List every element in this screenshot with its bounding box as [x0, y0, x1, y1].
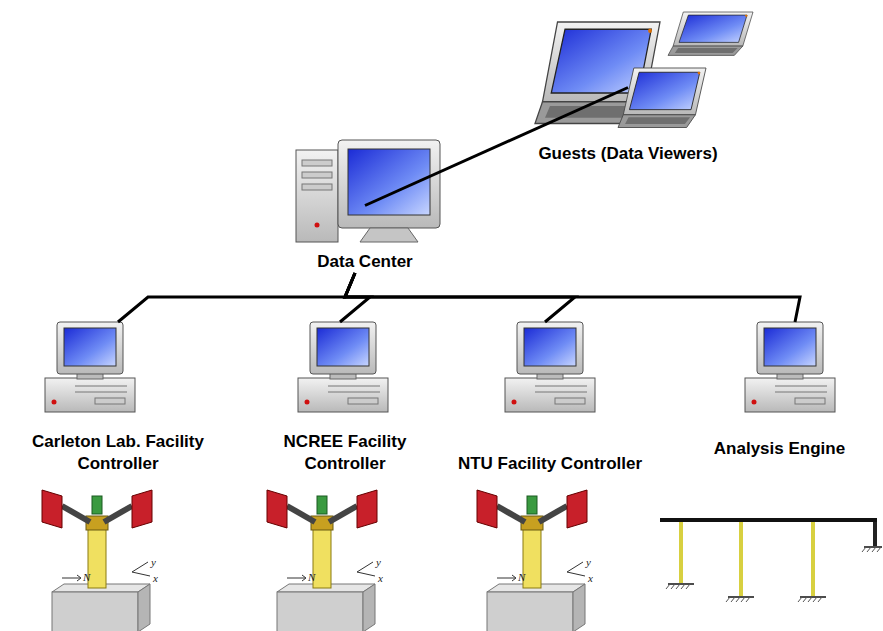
hatch-stroke [862, 547, 866, 552]
axis-label: N [518, 571, 525, 583]
hatch-stroke [872, 547, 876, 552]
hatch-stroke [726, 597, 730, 602]
hatch-stroke [731, 597, 735, 602]
hatch-stroke [808, 597, 812, 602]
network-link [118, 273, 355, 322]
viewer-station: Guests (Data Viewers) [528, 10, 728, 165]
data-server: Data Center [290, 138, 440, 273]
facility-controller: NTU Facility Controller [450, 320, 650, 475]
hatch-stroke [867, 547, 871, 552]
axis-label: y [151, 556, 156, 568]
axis-label: y [586, 556, 591, 568]
hatch-stroke [813, 597, 817, 602]
hatch-stroke [877, 547, 881, 552]
hatch-stroke [736, 597, 740, 602]
hatch-stroke [666, 584, 670, 589]
hatch-stroke [681, 584, 685, 589]
axis-label: x [153, 572, 158, 584]
hatch-stroke [686, 584, 690, 589]
hatch-stroke [676, 584, 680, 589]
axis-label: N [83, 571, 90, 583]
hatch-stroke [671, 584, 675, 589]
node-label: Data Center [290, 251, 440, 273]
facility-controller: Carleton Lab. Facility Controller [10, 320, 226, 475]
hatch-stroke [798, 597, 802, 602]
axis-label: y [376, 556, 381, 568]
hatch-stroke [818, 597, 822, 602]
node-label: Analysis Engine [682, 438, 877, 460]
node-label: Guests (Data Viewers) [528, 143, 728, 165]
axis-label: x [588, 572, 593, 584]
analysis-computer: Analysis Engine [682, 320, 877, 460]
hatch-stroke [741, 597, 745, 602]
node-label: Carleton Lab. Facility Controller [10, 431, 226, 475]
network-link [345, 273, 800, 322]
axis-label: x [378, 572, 383, 584]
axis-label: N [308, 571, 315, 583]
hatch-stroke [746, 597, 750, 602]
hatch-stroke [803, 597, 807, 602]
node-label: NCREE Facility Controller [245, 431, 445, 475]
facility-controller: NCREE Facility Controller [245, 320, 445, 475]
node-label: NTU Facility Controller [450, 453, 650, 475]
